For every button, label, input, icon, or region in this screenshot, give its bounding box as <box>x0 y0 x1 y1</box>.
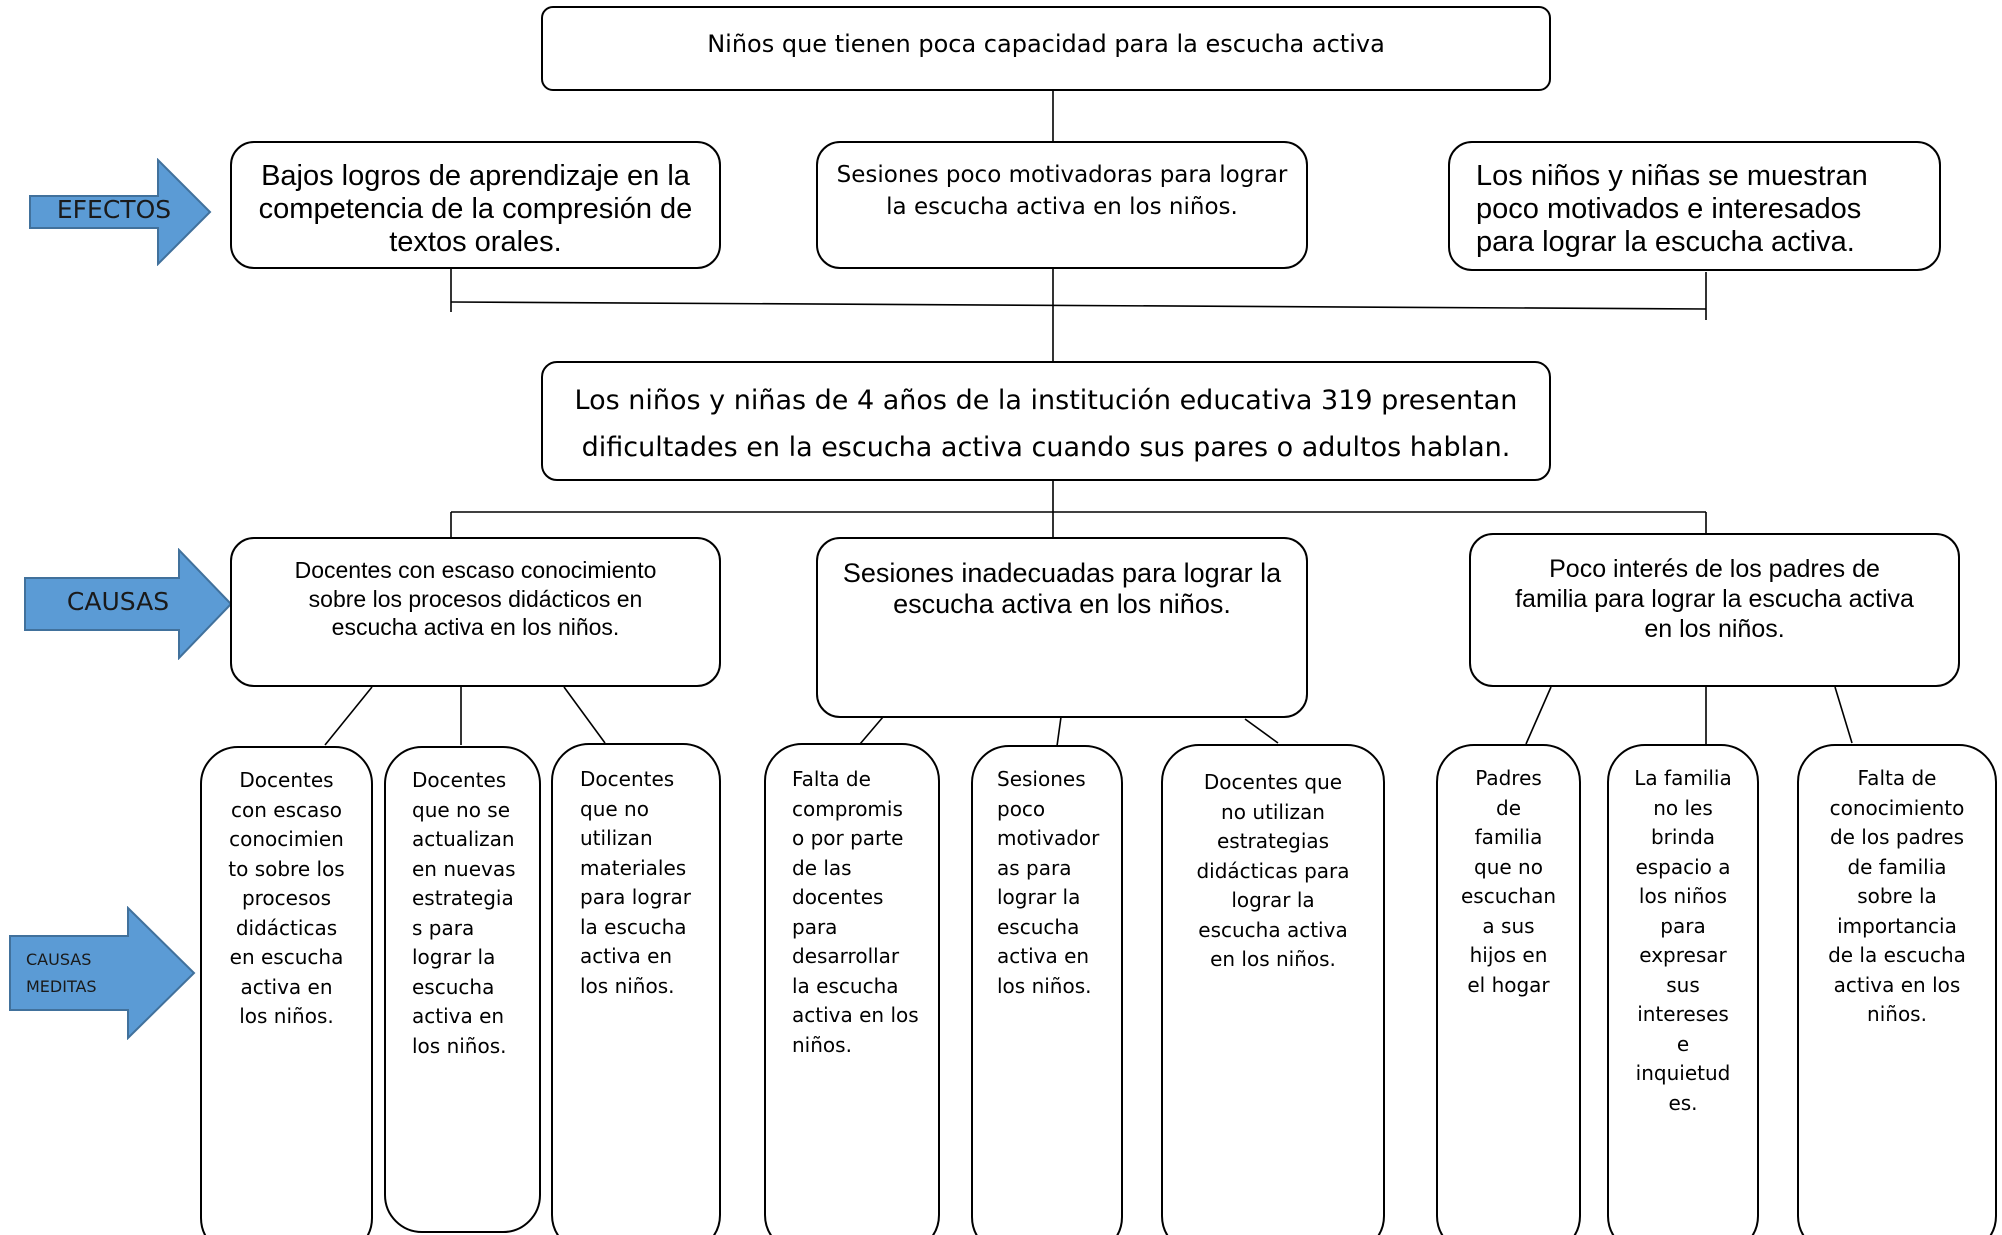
title-box: Niños que tienen poca capacidad para la … <box>541 6 1551 91</box>
effect-box-2: Sesiones poco motivadoras para lograr la… <box>816 141 1308 269</box>
causas-label: CAUSAS <box>66 587 170 616</box>
subcause-text-5: Sesiones poco motivador as para lograr l… <box>997 767 1100 998</box>
subcause-box-8: La familia no les brinda espacio a los n… <box>1607 744 1759 1235</box>
cause-text-3: Poco interés de los padres de familia pa… <box>1515 555 1914 643</box>
causas-meditas-arrow <box>9 906 196 1040</box>
effect-text-2: Sesiones poco motivadoras para lograr la… <box>836 162 1288 220</box>
subcause-text-3: Docentes que no utilizan materiales para… <box>580 767 691 998</box>
causas-meditas-label: CAUSAS MEDITAS <box>26 950 97 996</box>
effect-box-1: Bajos logros de aprendizaje en la compet… <box>230 141 721 269</box>
subcause-box-5: Sesiones poco motivador as para lograr l… <box>971 745 1123 1235</box>
effect-box-3: Los niños y niñas se muestran poco motiv… <box>1448 141 1941 271</box>
effect-text-3: Los niños y niñas se muestran poco motiv… <box>1476 160 1868 258</box>
causas-arrow <box>24 548 233 660</box>
efectos-arrow <box>29 158 212 266</box>
cause-box-1: Docentes con escaso conocimiento sobre l… <box>230 537 721 687</box>
cause-box-2: Sesiones inadecuadas para lograr la escu… <box>816 537 1308 718</box>
title-text: Niños que tienen poca capacidad para la … <box>707 30 1385 58</box>
subcause-box-6: Docentes que no utilizan estrategias did… <box>1161 744 1385 1235</box>
subcause-text-9: Falta de conocimiento de los padres de f… <box>1828 766 1966 1026</box>
cause-text-1: Docentes con escaso conocimiento sobre l… <box>294 557 657 640</box>
central-problem-box: Los niños y niñas de 4 años de la instit… <box>541 361 1551 481</box>
subcause-text-4: Falta de compromis o por parte de las do… <box>792 767 919 1057</box>
subcause-box-2: Docentes que no se actualizan en nuevas … <box>384 746 541 1233</box>
subcause-text-8: La familia no les brinda espacio a los n… <box>1634 766 1732 1115</box>
subcause-box-3: Docentes que no utilizan materiales para… <box>551 743 721 1235</box>
subcause-box-4: Falta de compromis o por parte de las do… <box>764 743 940 1235</box>
subcause-text-2: Docentes que no se actualizan en nuevas … <box>412 768 516 1058</box>
cause-box-3: Poco interés de los padres de familia pa… <box>1469 533 1960 687</box>
subcause-box-1: Docentes con escaso conocimien to sobre … <box>200 746 373 1235</box>
subcause-text-1: Docentes con escaso conocimien to sobre … <box>228 768 345 1028</box>
subcause-box-9: Falta de conocimiento de los padres de f… <box>1797 744 1997 1235</box>
subcause-box-7: Padres de familia que no escuchan a sus … <box>1436 744 1581 1235</box>
cause-text-2: Sesiones inadecuadas para lograr la escu… <box>842 558 1282 619</box>
central-problem-text: Los niños y niñas de 4 años de la instit… <box>574 385 1518 463</box>
subcause-text-7: Padres de familia que no escuchan a sus … <box>1461 766 1556 997</box>
efectos-label: EFECTOS <box>56 195 172 224</box>
subcause-text-6: Docentes que no utilizan estrategias did… <box>1196 770 1350 971</box>
effect-text-1: Bajos logros de aprendizaje en la compet… <box>258 160 693 258</box>
